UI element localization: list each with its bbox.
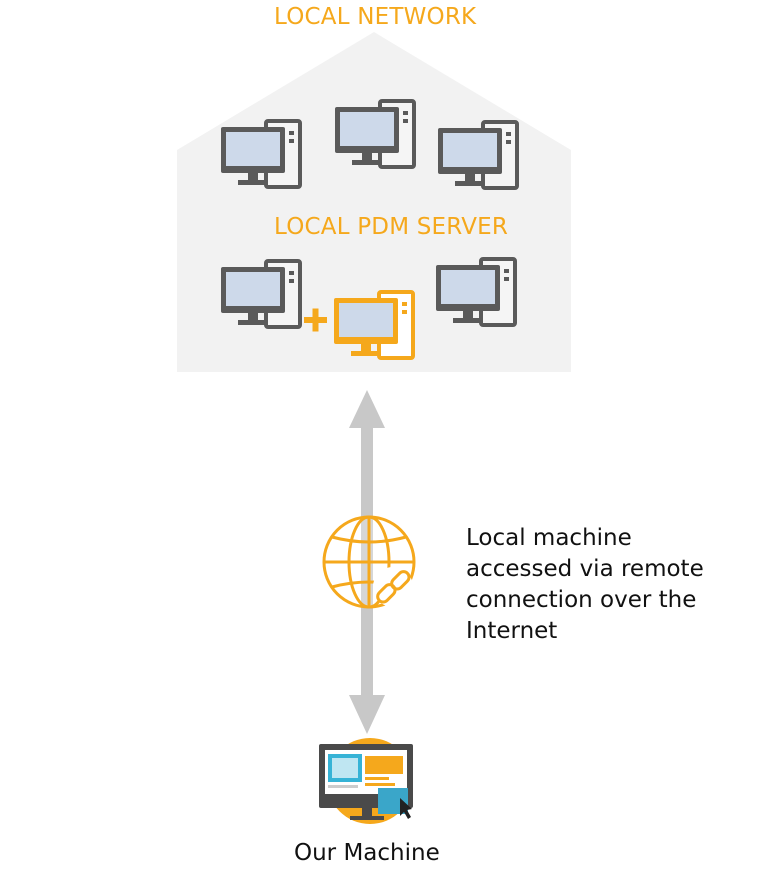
local-pdm-server-title: LOCAL PDM SERVER [274, 214, 509, 240]
plus-icon [304, 308, 327, 332]
caption-line: Local machine [466, 525, 632, 551]
caption-line: accessed via remote [466, 556, 704, 582]
caption-line: connection over the [466, 587, 697, 613]
local-network-title: LOCAL NETWORK [274, 4, 477, 30]
caption-line: Internet [466, 618, 558, 644]
our-machine-label: Our Machine [294, 840, 440, 866]
remote-desktop-icon [319, 738, 413, 824]
connection-caption: Local machine accessed via remote connec… [466, 523, 756, 647]
globe-link-icon [322, 515, 416, 609]
